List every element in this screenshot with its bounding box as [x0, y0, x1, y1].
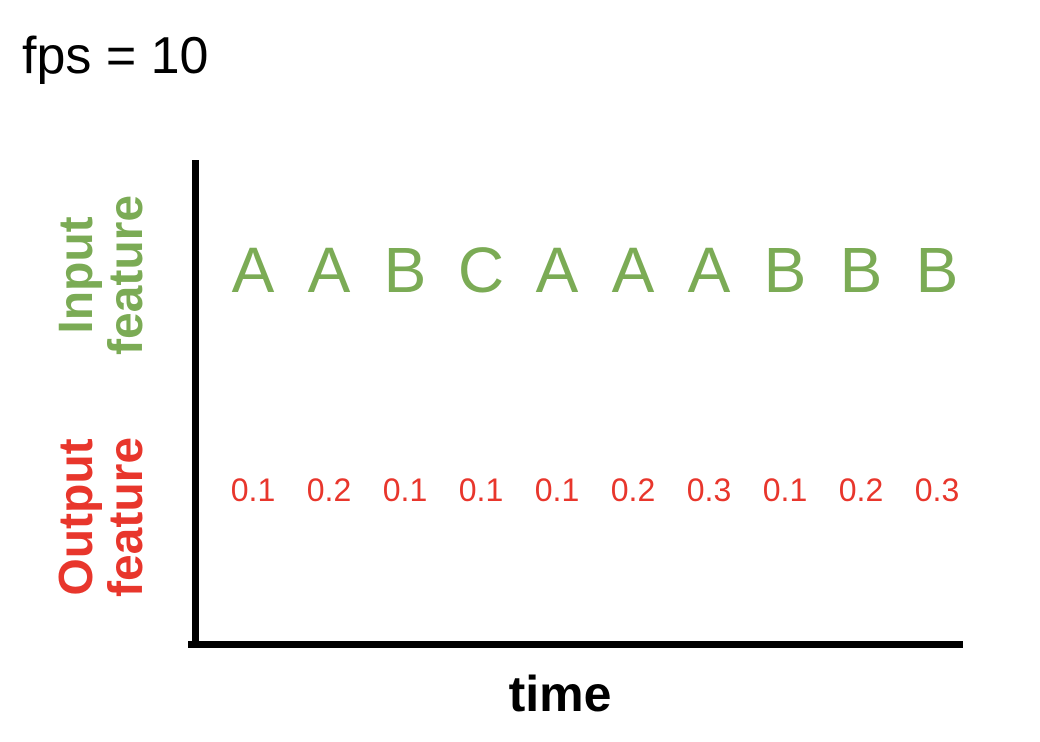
- input-feature-cell: B: [383, 234, 427, 306]
- y-axis: [192, 160, 199, 648]
- input-feature-cell: A: [307, 234, 351, 306]
- output-feature-cell: 0.2: [838, 472, 884, 508]
- input-feature-cell: A: [535, 234, 579, 306]
- input-feature-cell: B: [763, 234, 807, 306]
- input-feature-cell: C: [457, 234, 505, 306]
- output-feature-cell: 0.1: [382, 472, 428, 508]
- output-feature-cell: 0.2: [610, 472, 656, 508]
- input-feature-cell: A: [687, 234, 731, 306]
- input-feature-cell: B: [839, 234, 883, 306]
- x-axis: [188, 641, 963, 648]
- output-feature-cell: 0.2: [306, 472, 352, 508]
- output-feature-cell: 0.1: [458, 472, 504, 508]
- output-feature-cell: 0.1: [762, 472, 808, 508]
- output-feature-label-line1: Output: [50, 438, 103, 596]
- output-feature-row: 0.1 0.2 0.1 0.1 0.1 0.2 0.3 0.1 0.2 0.3: [215, 470, 975, 510]
- input-feature-cell: B: [915, 234, 959, 306]
- output-feature-cell: 0.3: [686, 472, 732, 508]
- output-feature-label-line2: feature: [100, 436, 153, 598]
- output-feature-cell: 0.1: [534, 472, 580, 508]
- output-feature-cell: 0.1: [230, 472, 276, 508]
- input-feature-row: A A B C A A A B B B: [215, 232, 975, 308]
- time-axis-label: time: [508, 666, 612, 722]
- fps-label: fps = 10: [22, 27, 209, 85]
- input-feature-cell: A: [611, 234, 655, 306]
- input-feature-cell: A: [231, 234, 275, 306]
- output-feature-cell: 0.3: [914, 472, 960, 508]
